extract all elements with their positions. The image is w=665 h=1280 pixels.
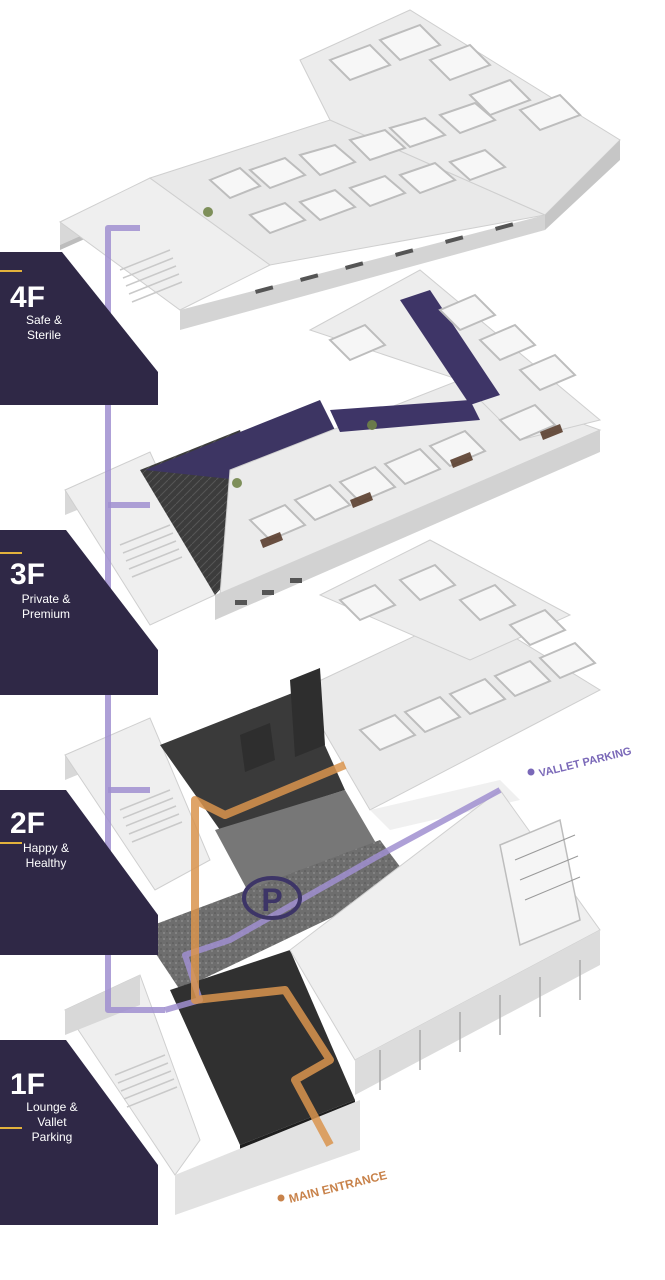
floor-label-2f: 2F Happy & Healthy <box>0 790 158 955</box>
floor-3f-desc-line1: Private & <box>22 592 71 606</box>
parking-symbol: P <box>242 876 302 920</box>
main-entrance-label: MAIN ENTRANCE <box>287 1168 388 1206</box>
parking-symbol-letter: P <box>261 882 282 918</box>
floor-4f-desc-line1: Safe & <box>26 313 62 327</box>
floor-label-3f: 3F Private & Premium <box>0 530 158 695</box>
floor-1f-desc-line3: Parking <box>32 1130 73 1144</box>
floor-4f-code: 4F <box>10 281 45 314</box>
floor-3f-model <box>64 269 602 626</box>
floor-label-4f: 4F Safe & Sterile <box>0 252 158 405</box>
floor-label-1f: 1F Lounge & Vallet Parking <box>0 1040 158 1225</box>
floor-4f-desc-line2: Sterile <box>27 328 61 342</box>
floor-3f-code: 3F <box>10 558 45 591</box>
main-entrance-callout: MAIN ENTRANCE <box>277 1168 388 1206</box>
floor-4f-model <box>59 9 621 330</box>
floor-2f-desc-line2: Healthy <box>26 856 67 870</box>
floor-1f-desc-line1: Lounge & <box>26 1100 77 1114</box>
floor-2f-code: 2F <box>10 807 45 840</box>
floor-3f-desc-line2: Premium <box>22 607 70 621</box>
vallet-parking-callout: VALLET PARKING <box>527 745 633 780</box>
floor-2f-model <box>64 539 602 895</box>
vallet-parking-label: VALLET PARKING <box>538 745 633 780</box>
entrance-route-path <box>191 761 347 1147</box>
floor-1f-code: 1F <box>10 1068 45 1101</box>
floor-2f-desc-line1: Happy & <box>23 841 69 855</box>
floor-1f-desc-line2: Vallet <box>37 1115 67 1129</box>
